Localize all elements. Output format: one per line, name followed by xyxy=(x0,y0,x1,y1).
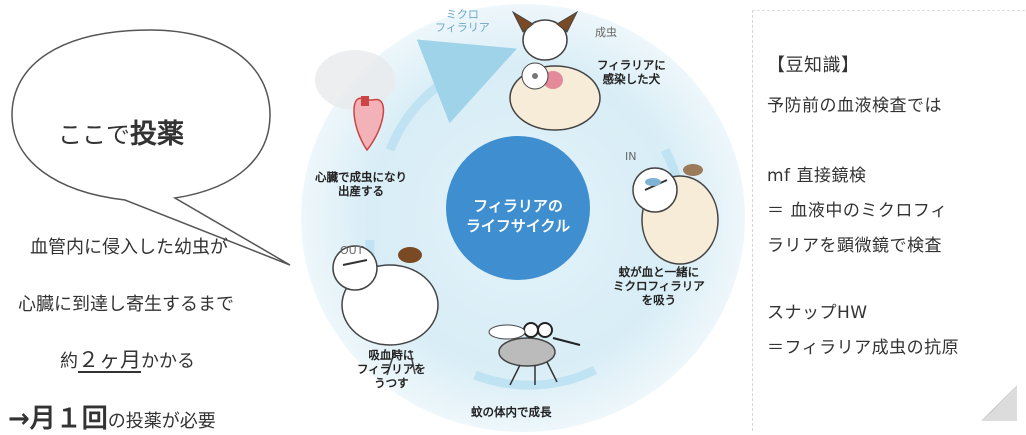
microfilaria-label: ミクロ フィラリア xyxy=(435,8,490,34)
infected-dog-icon xyxy=(509,10,601,131)
heart-stage-line-1: 心臓で成虫になり xyxy=(315,170,407,184)
bubble-prefix: ここで xyxy=(58,121,130,149)
info-line-3: ＝ 血液中のミクロフィ xyxy=(767,201,948,221)
info-line-4: ラリアを顕微鏡で検査 xyxy=(767,236,942,256)
microfilaria-line-1: ミクロ xyxy=(445,8,479,21)
transmit-line-2: フィラリアを xyxy=(357,362,426,376)
note-line-3-underlined: ２ヶ月 xyxy=(78,348,141,372)
mosquito-sucks-line-3: を吸う xyxy=(641,293,677,307)
microfilaria-line-2: フィラリア xyxy=(435,21,490,34)
heart-icon xyxy=(315,50,395,152)
center-title-line-2: ライフサイクル xyxy=(465,217,571,235)
info-line-2: mf 直接鏡検 xyxy=(767,166,867,186)
out-label: OUT xyxy=(340,244,364,257)
center-title: フィラリアの ライフサイクル xyxy=(453,196,583,236)
page-curl-icon xyxy=(981,385,1017,421)
infected-dog-line-2: 感染した犬 xyxy=(602,72,661,86)
in-label: IN xyxy=(625,150,637,163)
speech-bubble-shape xyxy=(11,29,291,266)
bubble-text: ここで投薬 xyxy=(58,112,184,151)
mosquito-icon xyxy=(488,322,581,386)
infected-dog-label: フィラリアに 感染した犬 xyxy=(597,58,666,86)
heart-stage-label: 心臓で成虫になり 出産する xyxy=(315,170,407,198)
cycle-arrow-top xyxy=(385,39,517,152)
note-line-1: 血管内に侵入した幼虫が xyxy=(30,237,228,258)
transmit-line-3: うつす xyxy=(374,376,409,390)
note-line-3: 約２ヶ月かかる xyxy=(60,344,195,374)
bitten-dog-icon xyxy=(332,245,439,376)
mosquito-sucks-label: 蚊が血と一緒に ミクロフィラリア を吸う xyxy=(613,265,705,307)
center-circle xyxy=(446,136,590,280)
mosquito-biting-dog-icon xyxy=(632,164,719,265)
lifecycle-graphics xyxy=(301,4,745,432)
note-line-3-prefix: 約 xyxy=(60,351,78,372)
transmit-label: 吸血時に フィラリアを うつす xyxy=(357,348,426,390)
heart-stage-line-2: 出産する xyxy=(338,184,384,198)
transmit-line-1: 吸血時に xyxy=(368,348,415,362)
infected-dog-line-1: フィラリアに xyxy=(597,58,666,72)
adult-worm-label: 成虫 xyxy=(595,26,617,39)
note-line-2: 心臓に到達し寄生するまで xyxy=(18,294,234,315)
info-line-6: ＝フィラリア成虫の抗原 xyxy=(767,338,960,358)
info-line-5: スナップHW xyxy=(767,303,868,323)
note-line-4-bold: →月１回 xyxy=(8,404,108,434)
speech-bubble: ここで投薬 xyxy=(0,20,300,270)
mosquito-sucks-line-1: 蚊が血と一緒に xyxy=(618,265,700,279)
note-line-3-suffix: かかる xyxy=(141,351,195,372)
bubble-emphasis: 投薬 xyxy=(130,119,184,150)
info-line-1: 予防前の血液検査では xyxy=(767,96,942,116)
note-line-4-suffix: の投薬が必要 xyxy=(107,411,216,432)
lifecycle-diagram: フィラリアの ライフサイクル ミクロ フィラリア 成虫 IN OUT フィラリア… xyxy=(295,0,750,435)
center-title-line-1: フィラリアの xyxy=(473,197,563,215)
note-line-4: →月１回の投薬が必要 xyxy=(8,398,216,435)
info-title: 【豆知識】 xyxy=(767,55,860,76)
info-panel: 【豆知識】 予防前の血液検査では mf 直接鏡検 ＝ 血液中のミクロフィ ラリア… xyxy=(752,10,1025,431)
grow-in-mosquito-label: 蚊の体内で成長 xyxy=(471,405,552,419)
mosquito-sucks-line-2: ミクロフィラリア xyxy=(613,279,705,293)
